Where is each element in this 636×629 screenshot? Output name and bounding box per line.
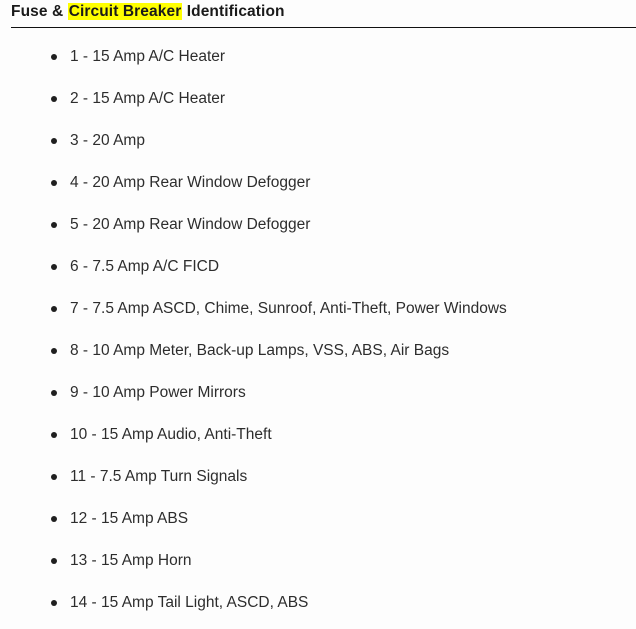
list-item: 7 - 7.5 Amp ASCD, Chime, Sunroof, Anti-T… — [0, 288, 636, 330]
bullet-icon — [51, 390, 57, 396]
list-item: 5 - 20 Amp Rear Window Defogger — [0, 204, 636, 246]
bullet-icon — [51, 180, 57, 186]
list-item-label: 14 - 15 Amp Tail Light, ASCD, ABS — [70, 594, 309, 611]
bullet-icon — [51, 558, 57, 564]
document-header: Fuse & Circuit Breaker Identification — [0, 0, 636, 22]
bullet-icon — [51, 54, 57, 60]
list-item-label: 11 - 7.5 Amp Turn Signals — [70, 468, 248, 485]
list-item: 11 - 7.5 Amp Turn Signals — [0, 456, 636, 498]
page-title-prefix: Fuse & — [11, 3, 68, 20]
list-item-label: 7 - 7.5 Amp ASCD, Chime, Sunroof, Anti-T… — [70, 300, 507, 317]
list-item: 8 - 10 Amp Meter, Back-up Lamps, VSS, AB… — [0, 330, 636, 372]
list-item: 4 - 20 Amp Rear Window Defogger — [0, 162, 636, 204]
page-title-suffix: Identification — [182, 3, 285, 20]
list-item: 10 - 15 Amp Audio, Anti-Theft — [0, 414, 636, 456]
fuse-identification-list: 1 - 15 Amp A/C Heater 2 - 15 Amp A/C Hea… — [0, 36, 636, 624]
list-item-label: 3 - 20 Amp — [70, 132, 145, 149]
bullet-icon — [51, 432, 57, 438]
bullet-icon — [51, 138, 57, 144]
page-title-highlighted-term: Circuit Breaker — [67, 3, 183, 20]
list-item-label: 6 - 7.5 Amp A/C FICD — [70, 258, 220, 275]
list-item-label: 12 - 15 Amp ABS — [70, 510, 189, 527]
list-item-label: 1 - 15 Amp A/C Heater — [70, 48, 226, 65]
list-item-label: 10 - 15 Amp Audio, Anti-Theft — [70, 426, 272, 443]
list-item: 14 - 15 Amp Tail Light, ASCD, ABS — [0, 582, 636, 624]
bullet-icon — [51, 474, 57, 480]
bullet-icon — [51, 306, 57, 312]
list-item: 9 - 10 Amp Power Mirrors — [0, 372, 636, 414]
bullet-icon — [51, 600, 57, 606]
bullet-icon — [51, 96, 57, 102]
list-item: 1 - 15 Amp A/C Heater — [0, 36, 636, 78]
list-item-label: 8 - 10 Amp Meter, Back-up Lamps, VSS, AB… — [70, 342, 450, 359]
list-item: 13 - 15 Amp Horn — [0, 540, 636, 582]
list-item-label: 13 - 15 Amp Horn — [70, 552, 192, 569]
page-title: Fuse & Circuit Breaker Identification — [11, 2, 636, 22]
list-item-label: 9 - 10 Amp Power Mirrors — [70, 384, 246, 401]
bullet-icon — [51, 348, 57, 354]
list-item-label: 4 - 20 Amp Rear Window Defogger — [70, 174, 311, 191]
title-divider — [11, 27, 636, 28]
bullet-icon — [51, 264, 57, 270]
list-item: 3 - 20 Amp — [0, 120, 636, 162]
bullet-icon — [51, 222, 57, 228]
list-item-label: 2 - 15 Amp A/C Heater — [70, 90, 226, 107]
list-item-label: 5 - 20 Amp Rear Window Defogger — [70, 216, 311, 233]
list-item: 6 - 7.5 Amp A/C FICD — [0, 246, 636, 288]
bullet-icon — [51, 516, 57, 522]
list-item: 12 - 15 Amp ABS — [0, 498, 636, 540]
list-item: 2 - 15 Amp A/C Heater — [0, 78, 636, 120]
